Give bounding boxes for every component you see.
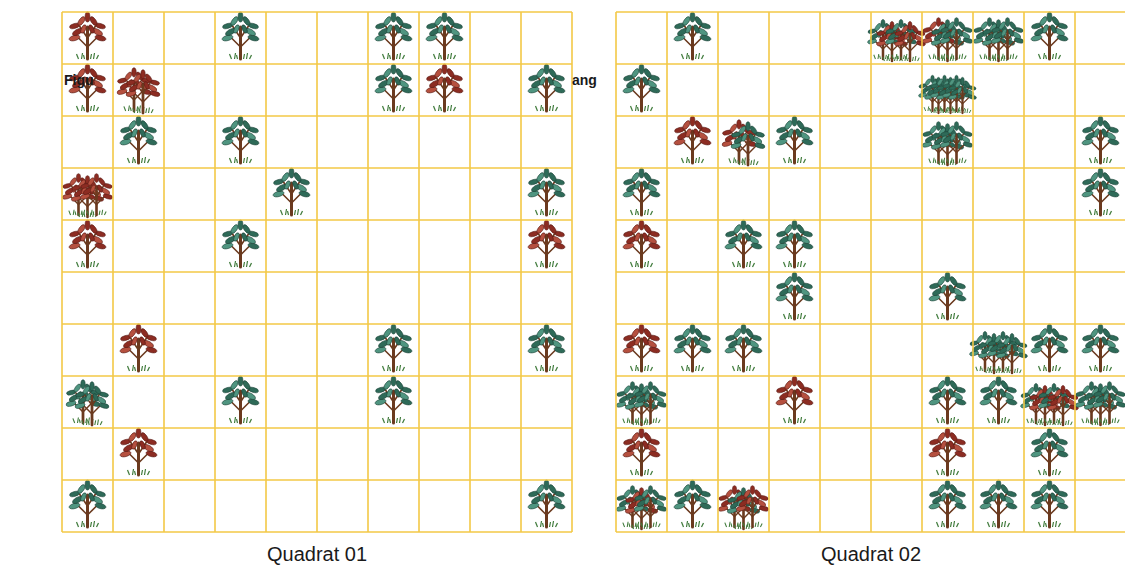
tree-symbol: [929, 272, 967, 319]
tree-symbol: [1029, 386, 1061, 425]
tree-symbol: [634, 382, 667, 423]
tree-symbol: [736, 486, 769, 527]
tree-symbol: [80, 174, 113, 215]
tree-symbol: [776, 272, 814, 319]
tree-symbol: [69, 12, 107, 59]
tree-symbol: [616, 382, 649, 423]
tree-symbol: [876, 22, 908, 61]
tree-symbol: [222, 376, 260, 423]
tree-symbol: [922, 122, 955, 163]
tree-symbol: [375, 376, 413, 423]
tree-symbol: [936, 77, 965, 113]
tree-symbol: [273, 168, 311, 215]
tree-symbol: [375, 64, 413, 111]
tree-symbol: [776, 116, 814, 163]
tree-symbol: [969, 332, 1001, 371]
tree-symbol: [222, 12, 260, 59]
tree-symbol: [885, 20, 917, 59]
tree-symbol: [75, 382, 110, 425]
tree-symbol: [426, 64, 464, 111]
tree-symbol: [528, 168, 566, 215]
quadrat-label: Quadrat 02: [821, 543, 921, 566]
tree-symbol: [375, 12, 413, 59]
tree-symbol: [1075, 382, 1108, 423]
tree-symbol: [623, 324, 661, 371]
tree-symbol: [776, 220, 814, 267]
quadrat-grid: [62, 12, 572, 532]
tree-symbol: [1082, 324, 1120, 371]
tree-symbol: [929, 480, 967, 527]
tree-symbol: [1020, 384, 1052, 423]
tree-symbol: [120, 428, 158, 475]
tree-symbol: [375, 324, 413, 371]
tree-symbol: [929, 376, 967, 423]
tree-symbol: [930, 75, 959, 111]
tree-symbol: [120, 116, 158, 163]
caption-fragment: Figu: [64, 72, 94, 88]
tree-symbol: [634, 486, 667, 527]
tree-symbol: [426, 12, 464, 59]
quadrat-grid: [616, 12, 1125, 532]
tree-symbol: [222, 220, 260, 267]
tree-symbol: [528, 480, 566, 527]
tree-symbol: [924, 77, 953, 113]
tree-symbol: [1031, 12, 1069, 59]
tree-symbol: [528, 324, 566, 371]
tree-symbol: [528, 64, 566, 111]
tree-symbol: [69, 480, 107, 527]
tree-symbol: [1038, 384, 1070, 423]
tree-symbol: [69, 220, 107, 267]
tree-symbol: [674, 12, 712, 59]
tree-symbol: [528, 220, 566, 267]
tree-symbol: [776, 376, 814, 423]
tree-symbol: [991, 18, 1024, 59]
tree-symbol: [929, 428, 967, 475]
tree-symbol: [674, 324, 712, 371]
tree-symbol: [922, 18, 955, 59]
tree-symbol: [718, 486, 751, 527]
tree-symbol: [725, 324, 763, 371]
tree-symbol: [978, 334, 1010, 373]
tree-symbol: [731, 122, 766, 165]
tree-symbol: [1082, 116, 1120, 163]
tree-symbol: [623, 220, 661, 267]
caption-fragment: ang: [572, 72, 597, 88]
tree-symbol: [623, 168, 661, 215]
tree-symbol: [996, 334, 1028, 373]
tree-symbol: [940, 18, 973, 59]
tree-symbol: [725, 220, 763, 267]
tree-symbol: [62, 174, 95, 215]
tree-symbol: [973, 18, 1006, 59]
tree-symbol: [623, 428, 661, 475]
tree-symbol: [940, 122, 973, 163]
tree-symbol: [1031, 428, 1069, 475]
tree-symbol: [980, 376, 1018, 423]
tree-symbol: [942, 75, 971, 111]
tree-symbol: [1031, 480, 1069, 527]
tree-symbol: [987, 332, 1019, 371]
tree-symbol: [1031, 324, 1069, 371]
tree-symbol: [1093, 382, 1125, 423]
tree-symbol: [623, 64, 661, 111]
tree-symbol: [867, 20, 899, 59]
quadrat-label: Quadrat 01: [267, 543, 367, 566]
tree-symbol: [222, 116, 260, 163]
tree-symbol: [616, 486, 649, 527]
tree-symbol: [980, 480, 1018, 527]
tree-symbol: [120, 324, 158, 371]
tree-symbol: [674, 116, 712, 163]
tree-symbol: [674, 480, 712, 527]
tree-symbol: [1082, 168, 1120, 215]
tree-symbol: [126, 70, 161, 113]
tree-symbol: [1047, 386, 1079, 425]
tree-symbol: [894, 22, 926, 61]
